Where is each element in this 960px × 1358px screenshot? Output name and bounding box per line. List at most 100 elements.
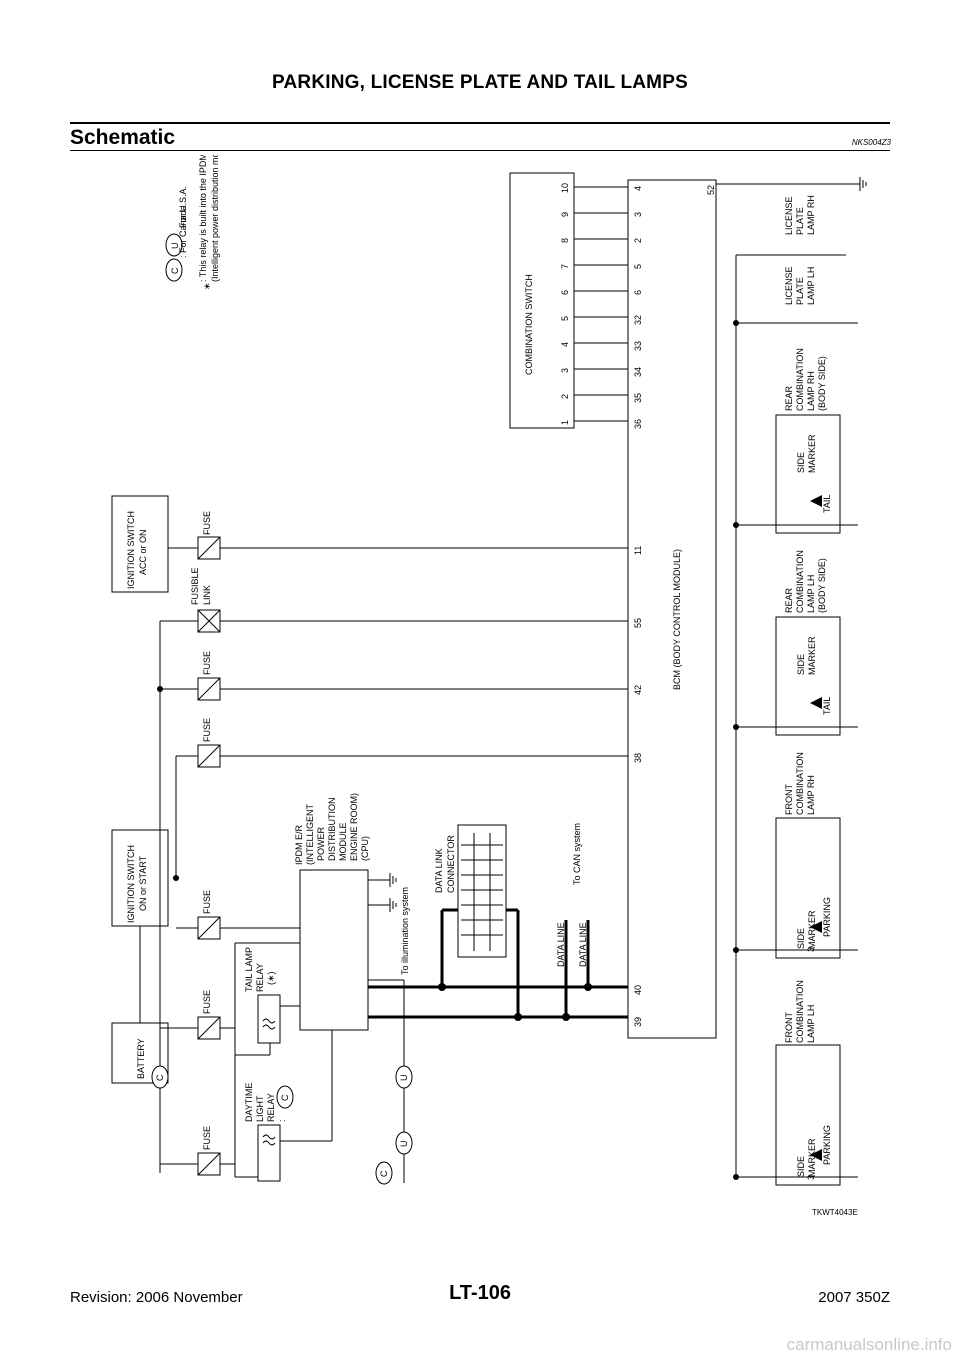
fuse-label-38: FUSE bbox=[202, 718, 212, 742]
ipdm-line2: (INTELLIGENT bbox=[305, 803, 315, 865]
fuse-label-drl: FUSE bbox=[202, 1126, 212, 1150]
dlc-grid bbox=[461, 833, 503, 951]
lic-lh-line2: PLATE bbox=[795, 277, 805, 305]
data-line-label-2: DATA LINE bbox=[578, 922, 588, 967]
bcm-pin-11: 11 bbox=[633, 546, 643, 555]
lic-rh-line3: LAMP RH bbox=[806, 195, 816, 235]
comb-num-9: 9 bbox=[560, 212, 570, 217]
bcm-pin-42: 42 bbox=[633, 685, 643, 695]
ign-acc-on-box bbox=[111, 495, 169, 593]
front-rh-line1: FRONT bbox=[784, 784, 794, 815]
badge-c-lower: C bbox=[379, 1170, 389, 1177]
comb-num-2: 2 bbox=[560, 394, 570, 399]
figure-id: TKWT4043E bbox=[812, 1208, 858, 1217]
front-lh-lamp bbox=[775, 1044, 841, 1186]
ipdm-line4: DISTRIBUTION bbox=[327, 797, 337, 861]
rear-rh-marker2: MARKER bbox=[807, 434, 817, 473]
lic-lh-line1: LICENSE bbox=[784, 266, 794, 305]
legend-note-mark: ∗ bbox=[202, 282, 212, 290]
footer-page-number: LT-106 bbox=[449, 1282, 511, 1304]
tail-relay-line2: RELAY bbox=[255, 963, 265, 992]
bcm-pin-2: 2 bbox=[633, 238, 643, 243]
ipdm-line6: ENGINE ROOM) bbox=[349, 793, 359, 861]
wiring-schematic: U : For U.S.A. C : For Canada ∗ : This r… bbox=[111, 155, 867, 1217]
lamp-wiring bbox=[736, 322, 858, 1178]
ign-on-start-line2: ON or START bbox=[138, 855, 148, 911]
comb-num-10: 10 bbox=[560, 183, 570, 193]
ipdm-line3: POWER bbox=[316, 826, 326, 861]
bcm-pin-55: 55 bbox=[633, 618, 643, 628]
bcm-label: BCM (BODY CONTROL MODULE) bbox=[672, 549, 682, 690]
fuses bbox=[197, 536, 221, 1176]
bcm-box bbox=[627, 179, 717, 1039]
rear-rh-tail: TAIL bbox=[822, 495, 832, 513]
ign-acc-on-line2: ACC or ON bbox=[138, 529, 148, 575]
bcm-pin-36: 36 bbox=[633, 419, 643, 429]
badges bbox=[151, 233, 413, 1185]
tail-lamp-relay bbox=[257, 994, 281, 1044]
footer-revision: Revision: 2006 November bbox=[70, 1289, 243, 1306]
can-label: To CAN system bbox=[572, 823, 582, 885]
comb-num-3: 3 bbox=[560, 368, 570, 373]
ground-symbols bbox=[368, 177, 867, 912]
front-rh-parking: PARKING bbox=[822, 897, 832, 937]
fuse-label-tail: FUSE bbox=[202, 990, 212, 1014]
bcm-pin-52: 52 bbox=[706, 185, 716, 195]
tail-relay-line1: TAIL LAMP bbox=[244, 947, 254, 992]
front-rh-marker1: SIDE bbox=[796, 928, 806, 949]
data-line-label-1: DATA LINE bbox=[556, 922, 566, 967]
rear-lh-line4: (BODY SIDE) bbox=[817, 558, 827, 613]
comb-num-1: 1 bbox=[560, 420, 570, 425]
bcm-pin-5: 5 bbox=[633, 264, 643, 269]
rear-lh-line1: REAR bbox=[784, 587, 794, 613]
fusible-link-line1: FUSIBLE bbox=[190, 567, 200, 605]
drl-line3: RELAY bbox=[266, 1093, 276, 1122]
ign-on-start-line1: IGNITION SWITCH bbox=[126, 845, 136, 923]
legend-u-badge: U bbox=[170, 243, 180, 250]
front-lh-line1: FRONT bbox=[784, 1012, 794, 1043]
rear-rh-line1: REAR bbox=[784, 385, 794, 411]
legend-note-line1: : This relay is built into the IPDM E/R bbox=[198, 155, 208, 282]
combination-switch-box bbox=[509, 172, 575, 429]
rear-lh-line2: COMBINATION bbox=[795, 550, 805, 613]
ipdm-line7: (CPU) bbox=[360, 836, 370, 861]
front-rh-line3: LAMP RH bbox=[806, 775, 816, 815]
fuse-label-42: FUSE bbox=[202, 651, 212, 675]
ipdm-line1: IPDM E/R bbox=[294, 824, 304, 865]
fuse-label-acc: FUSE bbox=[202, 511, 212, 535]
comb-num-5: 5 bbox=[560, 316, 570, 321]
tail-relay-line3: (∗) bbox=[266, 971, 276, 985]
rear-rh-line4: (BODY SIDE) bbox=[817, 356, 827, 411]
lic-rh-line2: PLATE bbox=[795, 207, 805, 235]
badge-c-drl: C bbox=[280, 1094, 290, 1101]
ipdm-box bbox=[299, 869, 369, 1031]
illumination-label: To illumination system bbox=[400, 887, 410, 975]
combination-switch-label: COMBINATION SWITCH bbox=[524, 274, 534, 375]
drl-line4: : bbox=[277, 1119, 287, 1122]
page-title: PARKING, LICENSE PLATE AND TAIL LAMPS bbox=[272, 72, 688, 93]
bcm-pin-3: 3 bbox=[633, 212, 643, 217]
bcm-pin-40: 40 bbox=[633, 985, 643, 995]
bcm-pin-34: 34 bbox=[633, 367, 643, 377]
front-lh-marker1: SIDE bbox=[796, 1156, 806, 1177]
lic-rh-line1: LICENSE bbox=[784, 196, 794, 235]
front-lh-marker2: MARKER bbox=[807, 1138, 817, 1177]
daytime-light-relay bbox=[257, 1124, 281, 1182]
dlc-line2: CONNECTOR bbox=[446, 835, 456, 893]
comb-num-8: 8 bbox=[560, 238, 570, 243]
combination-switch-wires bbox=[574, 186, 628, 422]
lic-lh-line3: LAMP LH bbox=[806, 267, 816, 305]
section-title: Schematic bbox=[70, 126, 176, 149]
ipdm-line5: MODULE bbox=[338, 822, 348, 861]
ign-acc-on-line1: IGNITION SWITCH bbox=[126, 511, 136, 589]
badge-c-battery: C bbox=[155, 1074, 165, 1081]
rear-rh-marker1: SIDE bbox=[796, 452, 806, 473]
data-link-connector bbox=[457, 824, 507, 958]
rear-lh-line3: LAMP LH bbox=[806, 575, 816, 613]
badge-u-lower: U bbox=[399, 1141, 409, 1148]
legend-c-text: : For Canada bbox=[178, 205, 188, 258]
bcm-pin-33: 33 bbox=[633, 341, 643, 351]
drl-line2: LIGHT bbox=[255, 1095, 265, 1122]
comb-num-6: 6 bbox=[560, 290, 570, 295]
bcm-pin-6: 6 bbox=[633, 290, 643, 295]
